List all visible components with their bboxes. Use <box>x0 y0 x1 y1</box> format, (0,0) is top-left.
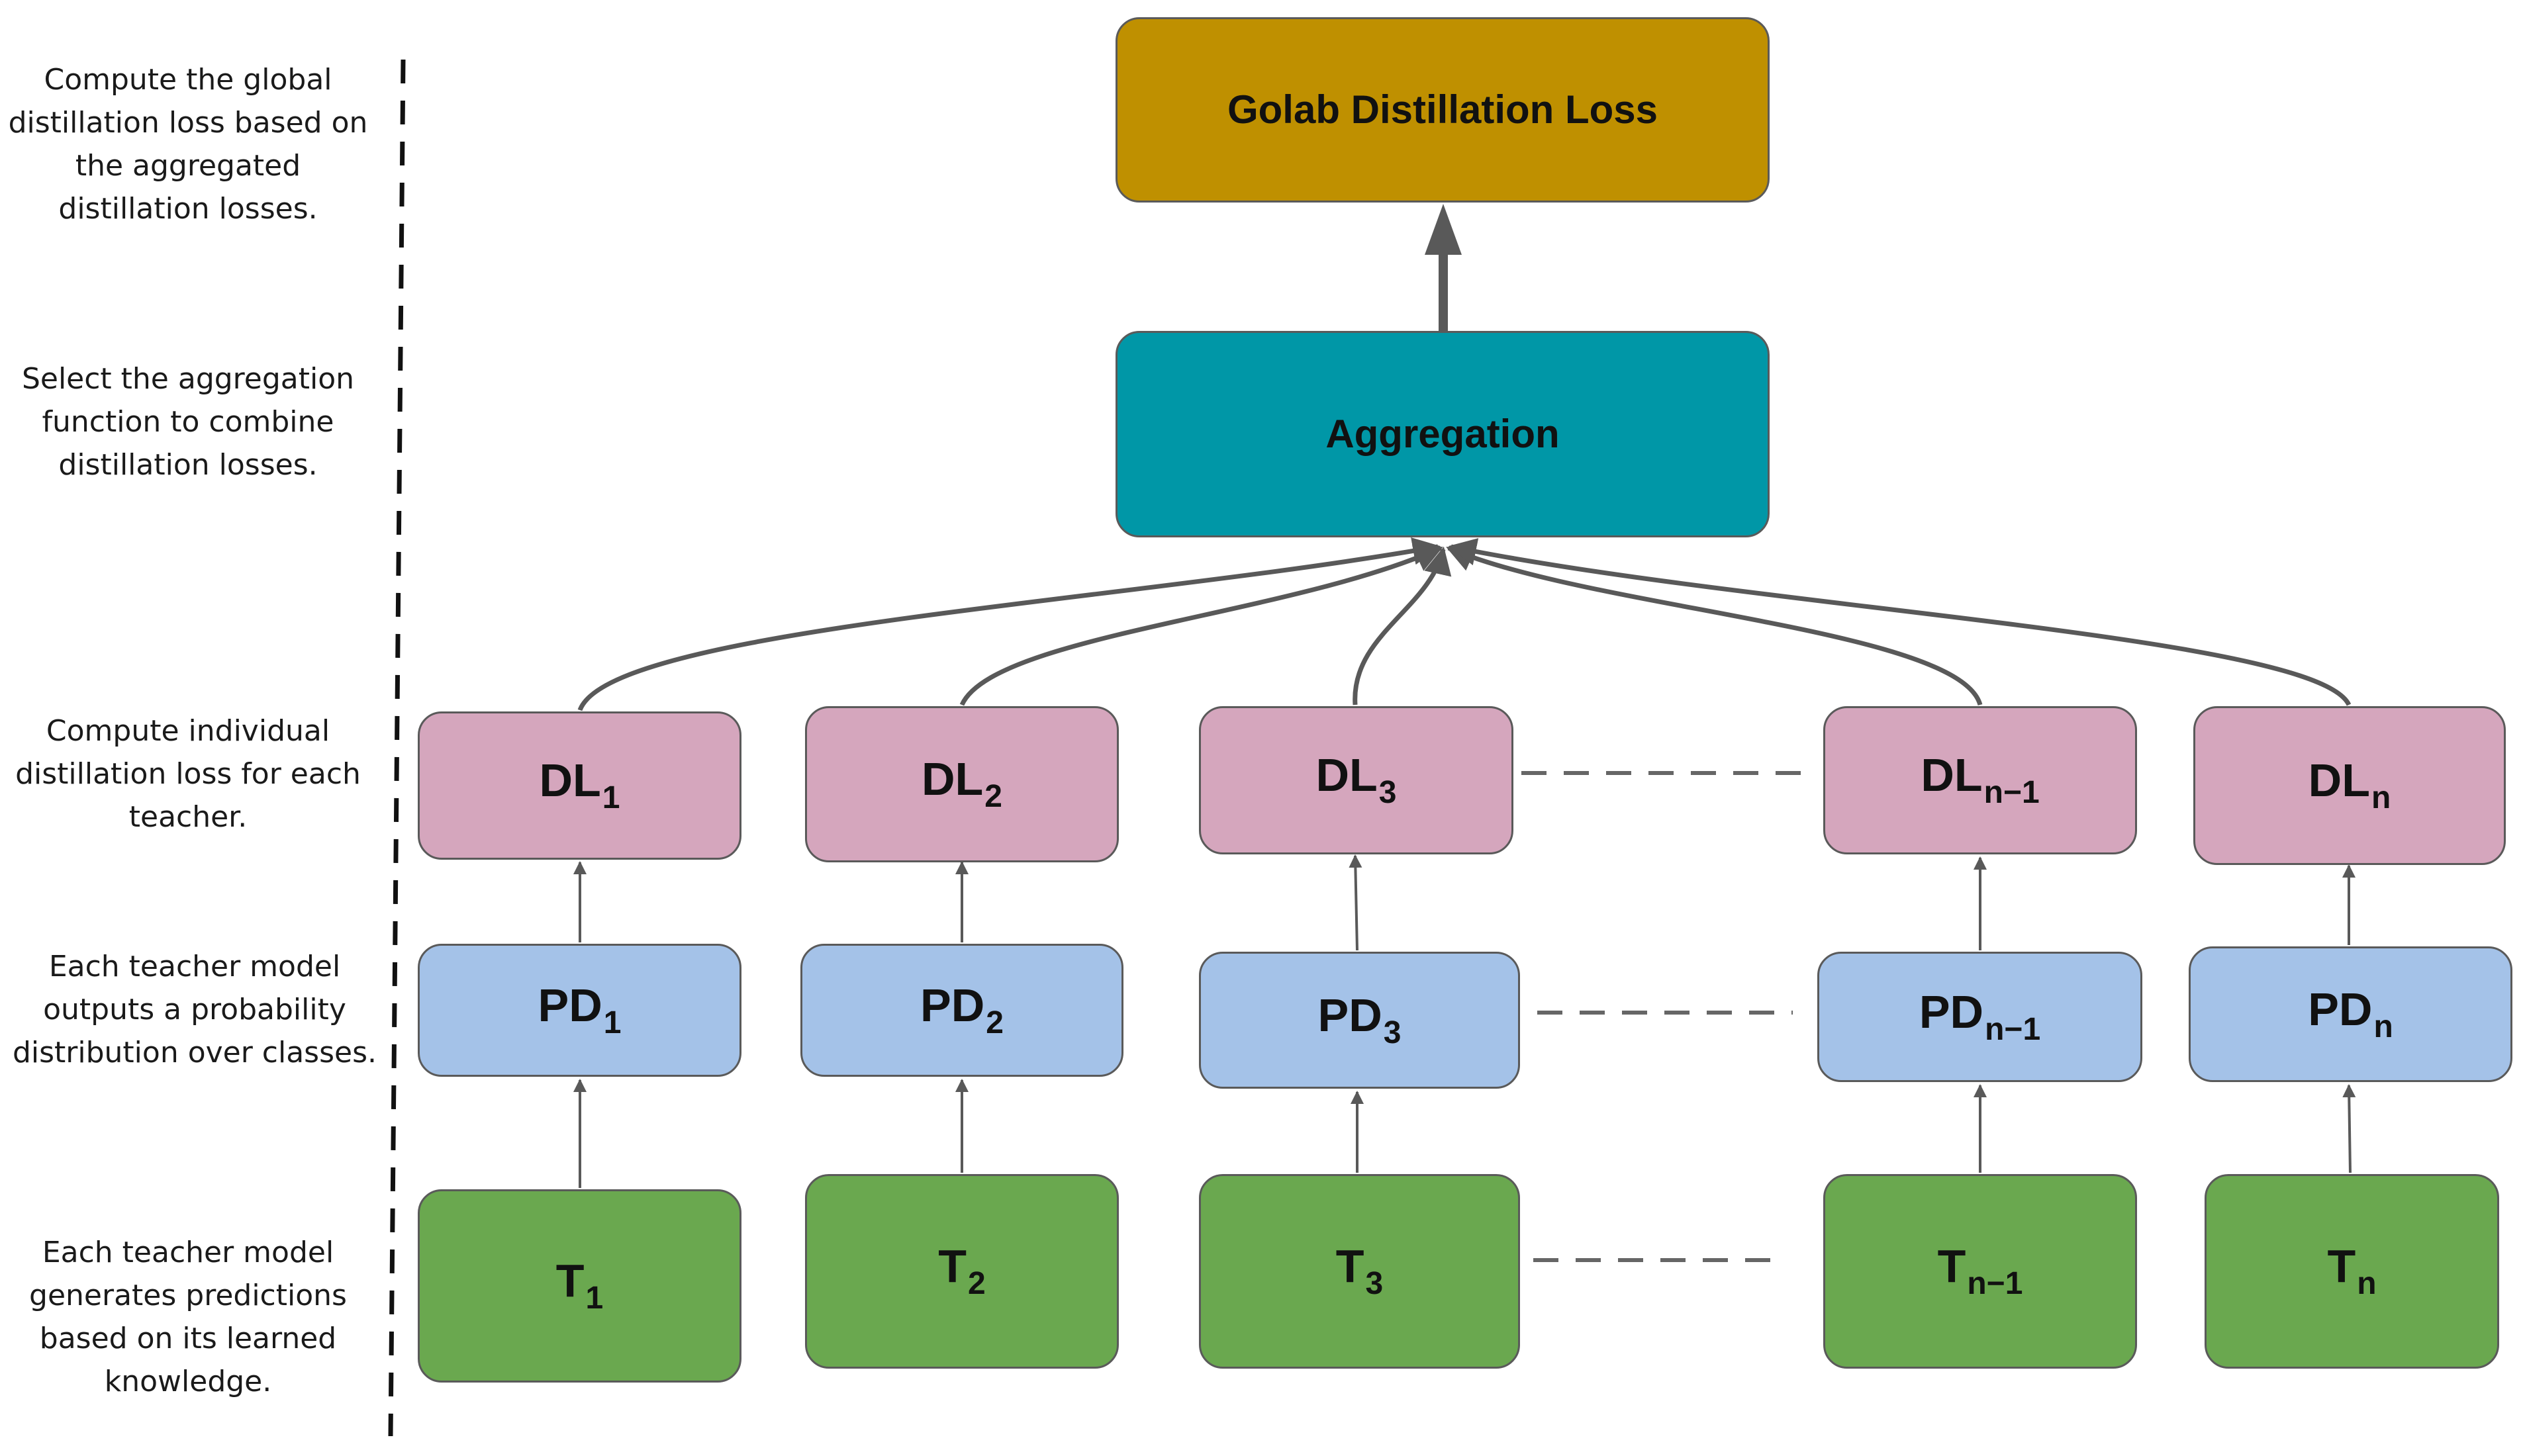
dl-label-n-minus-1: DL <box>1921 749 1983 801</box>
step-description-global-loss: Compute the global distillation loss bas… <box>8 63 368 226</box>
teacher-subscript-n: n <box>2357 1266 2377 1301</box>
pd-box-3: PD3 <box>1199 952 1520 1089</box>
curve-dln1-to-aggregation <box>1446 545 1983 706</box>
dl-box-n-minus-1: DLn−1 <box>1823 706 2137 854</box>
teacher-label-2: T <box>938 1240 967 1292</box>
pd-subscript-3: 3 <box>1383 1015 1402 1050</box>
dl-box-1: DL1 <box>418 711 741 860</box>
curve-dl1-to-aggregation <box>577 537 1441 711</box>
pd-label-2: PD <box>920 979 985 1031</box>
curve-dl3-to-aggregation <box>1353 546 1452 705</box>
teacher-label-3: T <box>1335 1240 1364 1292</box>
pd-subscript-n-minus-1: n−1 <box>1985 1011 2041 1047</box>
global-distillation-loss-label: Golab Distillation Loss <box>1227 87 1658 132</box>
teacher-subscript-1: 1 <box>585 1281 604 1316</box>
pd-box-n-minus-1: PDn−1 <box>1817 952 2142 1082</box>
dl-subscript-n-minus-1: n−1 <box>1983 775 2040 810</box>
teacher-label-n: T <box>2327 1240 2356 1292</box>
step-description-teacher-predictions: Each teacher model generates predictions… <box>29 1236 347 1398</box>
curve-dl2-to-aggregation <box>959 545 1443 706</box>
arrow-tn-to-pdn <box>2342 1084 2356 1173</box>
dl-subscript-1: 1 <box>602 780 620 815</box>
pd-box-n: PDn <box>2189 946 2512 1082</box>
teacher-subscript-3: 3 <box>1365 1266 1384 1301</box>
step-description-aggregation: Select the aggregation function to combi… <box>21 362 355 482</box>
curve-dln-to-aggregation <box>1448 538 2352 706</box>
teacher-box-2: T2 <box>805 1174 1119 1369</box>
arrow-pd3-to-dl3 <box>1349 854 1362 951</box>
dl-label-n: DL <box>2308 754 2370 806</box>
pd-label-n-minus-1: PD <box>1919 985 1984 1038</box>
dl-label-2: DL <box>921 753 984 805</box>
dl-subscript-3: 3 <box>1378 775 1397 810</box>
teacher-box-n-minus-1: Tn−1 <box>1823 1174 2137 1369</box>
dl-box-2: DL2 <box>805 706 1119 862</box>
step-description-probability-distribution: Each teacher model outputs a probability… <box>12 950 377 1069</box>
pd-label-1: PD <box>538 979 602 1031</box>
dl-label-1: DL <box>539 754 601 806</box>
teacher-label-1: T <box>555 1255 585 1306</box>
pd-subscript-1: 1 <box>603 1005 622 1040</box>
dl-box-3: DL3 <box>1199 706 1513 854</box>
pd-label-3: PD <box>1317 989 1382 1041</box>
teacher-subscript-2: 2 <box>968 1266 986 1301</box>
pd-label-n: PD <box>2308 983 2373 1035</box>
dl-subscript-n: n <box>2371 780 2391 815</box>
teacher-box-n: Tn <box>2205 1174 2499 1369</box>
pd-box-1: PD1 <box>418 944 741 1077</box>
pd-box-2: PD2 <box>800 944 1123 1077</box>
aggregation-label: Aggregation <box>1325 412 1560 456</box>
separator-line <box>388 59 406 1437</box>
teacher-label-n-minus-1: T <box>1937 1240 1966 1292</box>
pd-subscript-n: n <box>2373 1009 2393 1044</box>
teacher-subscript-n-minus-1: n−1 <box>1967 1266 2023 1301</box>
aggregation-box: Aggregation <box>1116 331 1770 537</box>
pd-subscript-2: 2 <box>986 1005 1004 1040</box>
dl-subscript-2: 2 <box>984 779 1002 814</box>
arrow-head-global-loss <box>1425 204 1462 255</box>
teacher-box-3: T3 <box>1199 1174 1520 1369</box>
dl-box-n: DLn <box>2193 706 2506 865</box>
global-distillation-loss-box: Golab Distillation Loss <box>1116 17 1770 203</box>
dl-label-3: DL <box>1315 749 1378 801</box>
step-description-individual-loss: Compute individual distillation loss for… <box>15 714 361 834</box>
teacher-box-1: T1 <box>418 1189 741 1383</box>
